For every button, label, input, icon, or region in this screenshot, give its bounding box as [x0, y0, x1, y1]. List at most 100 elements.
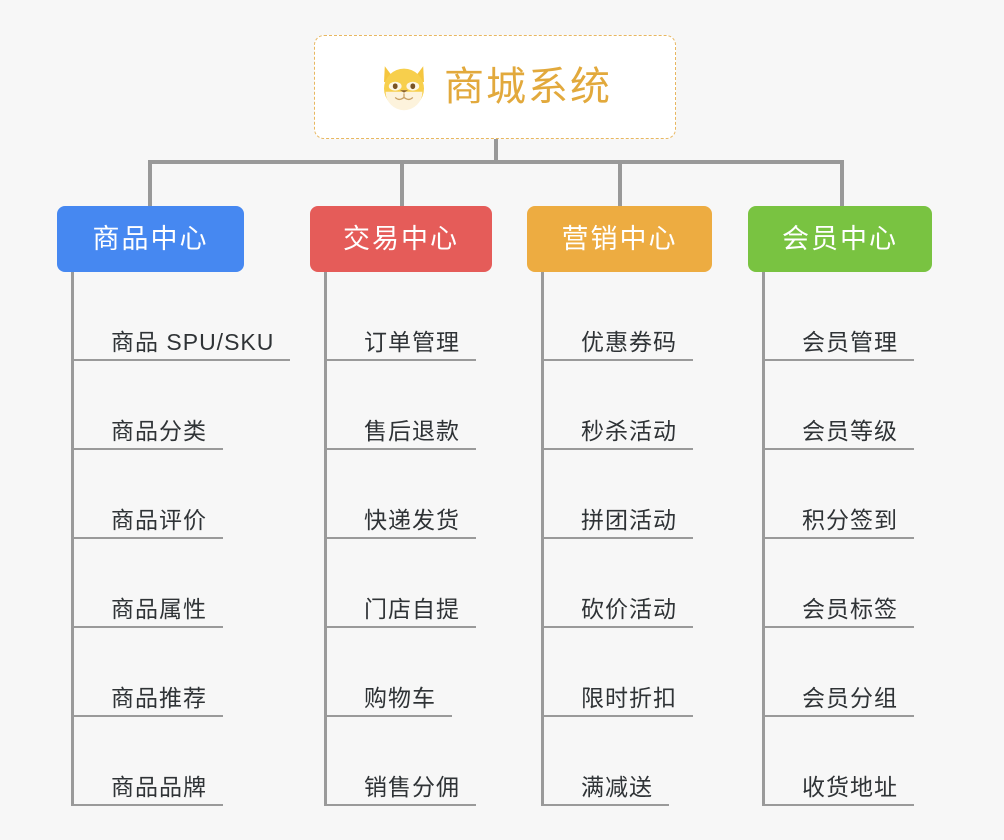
leaf-item[interactable]: 会员分组 [765, 628, 914, 717]
leaf-item-body: 砍价活动 [544, 595, 693, 628]
leaf-item-body: 售后退款 [327, 417, 476, 450]
leaf-item[interactable]: 订单管理 [327, 272, 476, 361]
leaf-item-label: 快递发货 [364, 506, 460, 533]
branch-spine [324, 272, 327, 806]
leaf-item-underline [765, 448, 914, 450]
leaf-item-body: 限时折扣 [544, 684, 693, 717]
leaf-item[interactable]: 砍价活动 [544, 539, 693, 628]
connector-drop-1 [148, 160, 152, 206]
branch-spine [541, 272, 544, 806]
leaf-item-underline [74, 626, 223, 628]
leaf-item[interactable]: 拼团活动 [544, 450, 693, 539]
connector-drop-4 [840, 160, 844, 206]
leaf-item[interactable]: 优惠券码 [544, 272, 693, 361]
leaf-item-underline [765, 626, 914, 628]
leaf-item-body: 商品评价 [74, 506, 223, 539]
leaf-item-body: 商品品牌 [74, 774, 223, 806]
leaf-item[interactable]: 限时折扣 [544, 628, 693, 717]
leaf-item-underline [765, 537, 914, 539]
leaf-item-underline [327, 537, 476, 539]
leaf-item[interactable]: 商品 SPU/SKU [74, 272, 291, 361]
leaf-item-label: 秒杀活动 [581, 417, 677, 444]
leaf-item-underline [765, 804, 914, 806]
leaf-item-body: 商品分类 [74, 417, 223, 450]
leaf-item[interactable]: 门店自提 [327, 539, 476, 628]
leaf-item-body: 优惠券码 [544, 329, 693, 361]
category-header-3[interactable]: 营销中心 [527, 206, 712, 272]
leaf-item-underline [74, 804, 223, 806]
leaf-item-label: 门店自提 [364, 595, 460, 622]
leaf-item-label: 购物车 [364, 684, 436, 711]
leaf-item-label: 会员分组 [802, 684, 898, 711]
category-header-label: 交易中心 [343, 223, 459, 254]
connector-drop-2 [400, 160, 404, 206]
leaf-item-body: 会员管理 [765, 328, 914, 361]
leaf-item-body: 购物车 [327, 684, 452, 717]
category-header-label: 会员中心 [782, 223, 898, 254]
leaf-item-label: 商品 SPU/SKU [111, 328, 275, 355]
leaf-item-underline [544, 804, 669, 806]
leaf-item-underline [74, 448, 223, 450]
leaf-item-underline [544, 448, 693, 450]
leaf-item-body: 快递发货 [327, 506, 476, 539]
leaf-item[interactable]: 收货地址 [765, 717, 914, 806]
leaf-item-underline [327, 626, 476, 628]
category-header-4[interactable]: 会员中心 [748, 206, 932, 272]
leaf-item-body: 积分签到 [765, 506, 914, 539]
leaf-item[interactable]: 积分签到 [765, 450, 914, 539]
leaf-item-body: 会员标签 [765, 595, 914, 628]
category-header-1[interactable]: 商品中心 [57, 206, 244, 272]
leaf-item-body: 门店自提 [327, 595, 476, 628]
leaf-item[interactable]: 秒杀活动 [544, 361, 693, 450]
root-title: 商城系统 [444, 65, 612, 109]
category-header-2[interactable]: 交易中心 [310, 206, 492, 272]
leaf-item-label: 会员管理 [802, 328, 898, 355]
leaf-item-label: 商品评价 [111, 506, 207, 533]
leaf-item-label: 订单管理 [364, 328, 460, 355]
leaf-item[interactable]: 商品品牌 [74, 717, 223, 806]
leaf-item-underline [327, 804, 476, 806]
category-header-label: 商品中心 [92, 223, 209, 254]
leaf-item-underline [74, 715, 223, 717]
branch-spine [762, 272, 765, 806]
leaf-item-body: 收货地址 [765, 773, 914, 806]
leaf-item-underline [74, 359, 291, 361]
leaf-item-underline [544, 537, 693, 539]
leaf-item-label: 砍价活动 [581, 595, 677, 622]
leaf-item[interactable]: 商品推荐 [74, 628, 223, 717]
leaf-item-body: 商品 SPU/SKU [74, 328, 291, 361]
leaf-item-body: 商品推荐 [74, 684, 223, 717]
connector-bus [148, 160, 844, 164]
leaf-item[interactable]: 快递发货 [327, 450, 476, 539]
leaf-item-body: 销售分佣 [327, 774, 476, 806]
leaf-item-underline [327, 359, 476, 361]
leaf-item[interactable]: 商品评价 [74, 450, 223, 539]
leaf-item-label: 会员标签 [802, 595, 898, 622]
leaf-item-underline [544, 626, 693, 628]
leaf-item-body: 会员分组 [765, 684, 914, 717]
connector-root-stem [494, 139, 498, 163]
leaf-item[interactable]: 满减送 [544, 717, 669, 806]
leaf-item-underline [765, 359, 914, 361]
leaf-item-label: 商品分类 [111, 417, 207, 444]
leaf-item-label: 收货地址 [802, 773, 898, 800]
root-node[interactable]: 商城系统 [314, 35, 676, 139]
leaf-item-label: 积分签到 [802, 506, 898, 533]
leaf-item[interactable]: 会员等级 [765, 361, 914, 450]
leaf-item[interactable]: 商品属性 [74, 539, 223, 628]
leaf-item[interactable]: 购物车 [327, 628, 452, 717]
leaf-item-label: 商品推荐 [111, 684, 207, 711]
leaf-item-label: 会员等级 [802, 417, 898, 444]
leaf-item[interactable]: 销售分佣 [327, 717, 476, 806]
leaf-item[interactable]: 会员标签 [765, 539, 914, 628]
leaf-item-underline [327, 715, 452, 717]
leaf-item-label: 限时折扣 [581, 684, 677, 711]
leaf-item-body: 会员等级 [765, 417, 914, 450]
shiba-dog-face-icon [384, 66, 424, 111]
leaf-item[interactable]: 商品分类 [74, 361, 223, 450]
leaf-item[interactable]: 售后退款 [327, 361, 476, 450]
leaf-item-body: 商品属性 [74, 596, 223, 628]
leaf-item-label: 售后退款 [364, 417, 460, 444]
leaf-item[interactable]: 会员管理 [765, 272, 914, 361]
